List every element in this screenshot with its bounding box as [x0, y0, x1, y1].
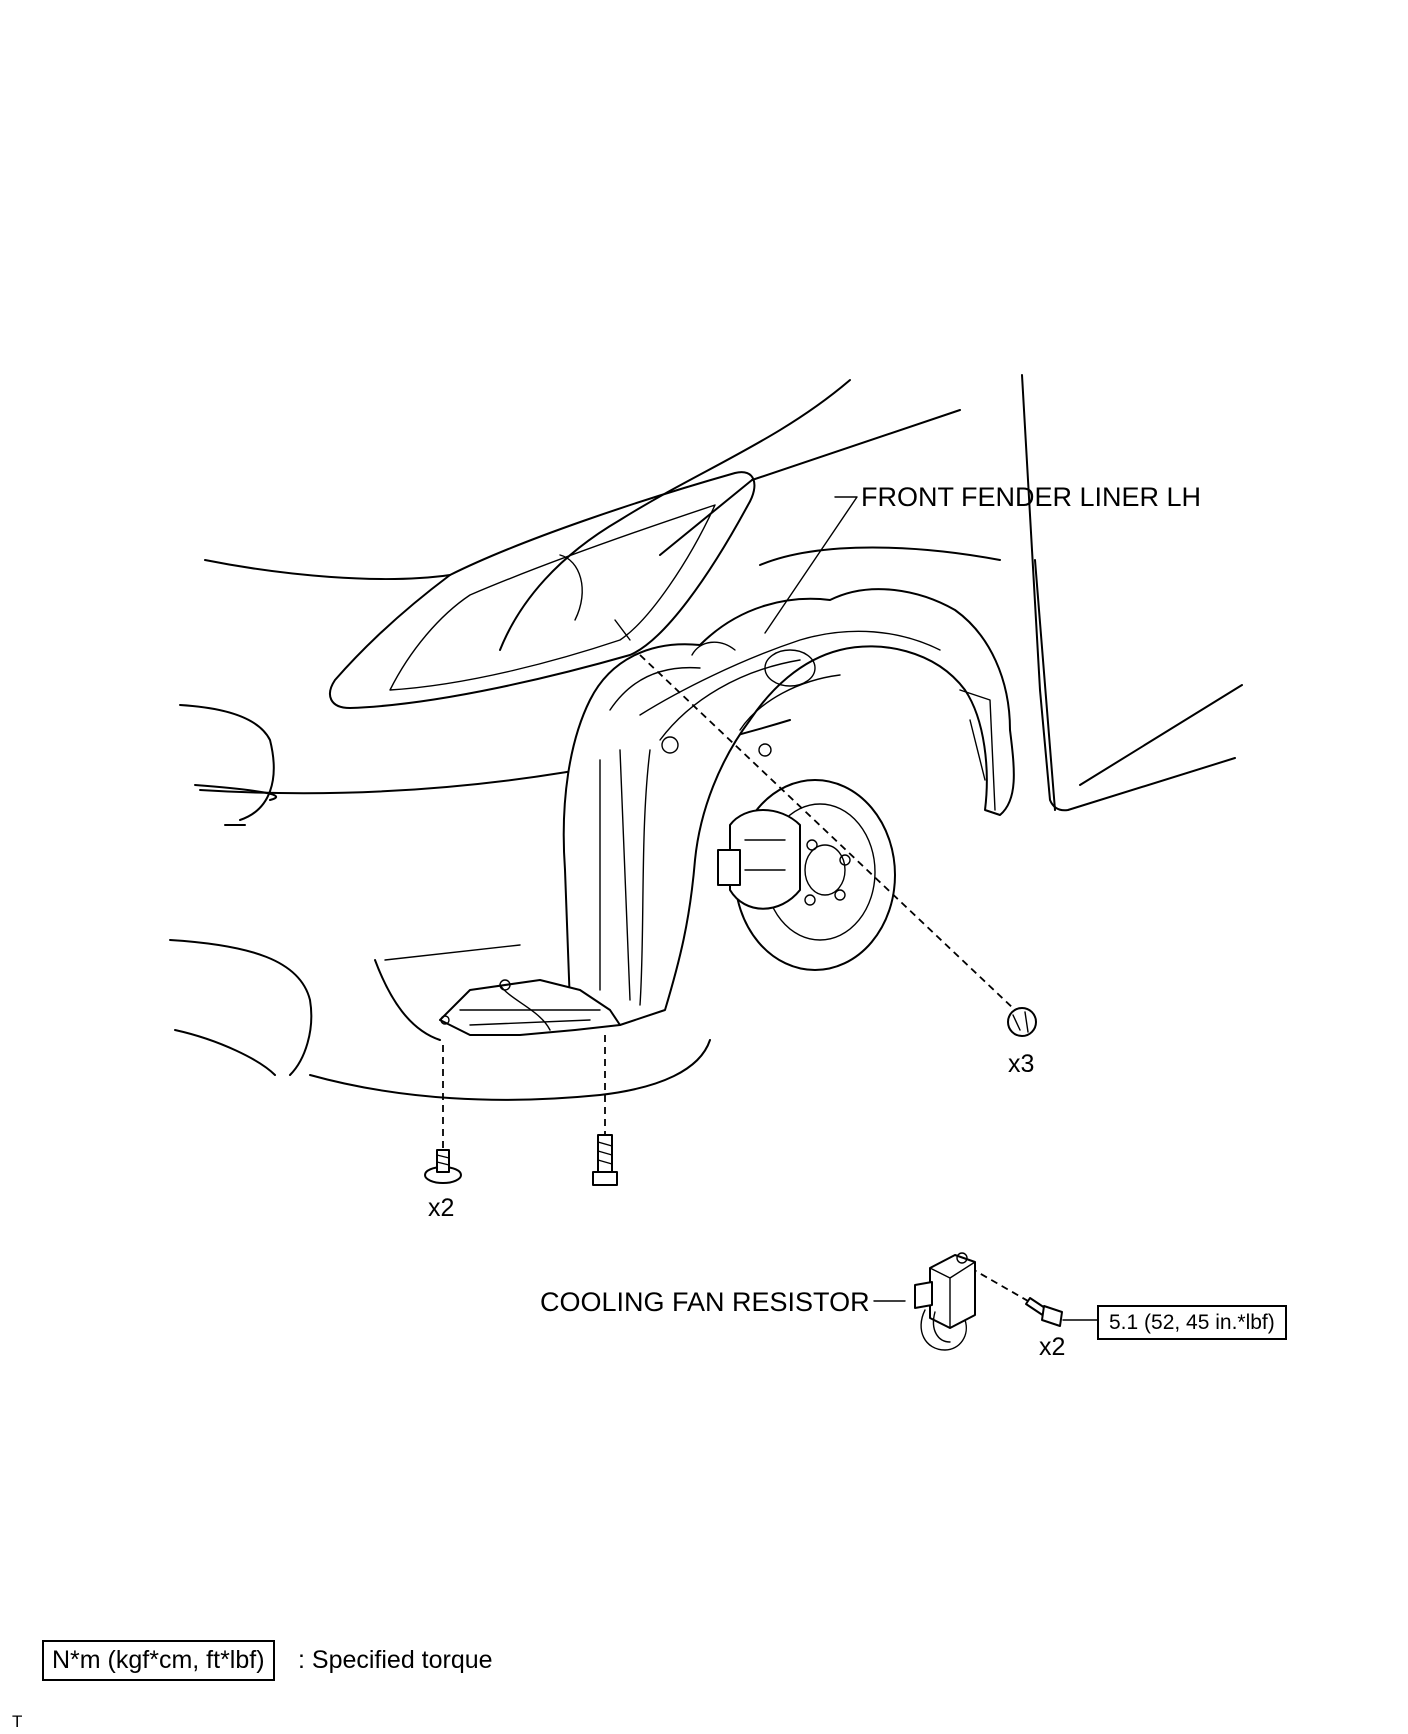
resistor-bolt — [1025, 1297, 1063, 1327]
headlight — [329, 471, 756, 709]
qty-resistor-bolt: x2 — [1039, 1333, 1066, 1361]
car-body-outline — [169, 374, 1243, 1101]
label-cooling-fan-resistor: COOLING FAN RESISTOR — [540, 1287, 870, 1317]
legend-unit-box: N*m (kgf*cm, ft*lbf) — [42, 1640, 275, 1681]
fender-liner-drawing — [439, 588, 1015, 1036]
clip-fastener — [1007, 1007, 1037, 1037]
brake-assembly — [717, 779, 896, 971]
torque-value-box: 5.1 (52, 45 in.*lbf) — [1097, 1305, 1287, 1340]
guide-lines — [442, 654, 1036, 1306]
label-front-fender-liner-lh: FRONT FENDER LINER LH — [861, 482, 1202, 512]
legend-description: : Specified torque — [298, 1646, 493, 1674]
bolt-fastener — [592, 1134, 618, 1186]
cooling-fan-resistor-drawing — [914, 1252, 976, 1351]
qty-screw-left: x2 — [428, 1194, 455, 1222]
leader-lines — [764, 496, 906, 1302]
corner-mark: T — [12, 1712, 23, 1731]
qty-clip: x3 — [1008, 1050, 1035, 1078]
screw-with-washer — [424, 1149, 462, 1184]
